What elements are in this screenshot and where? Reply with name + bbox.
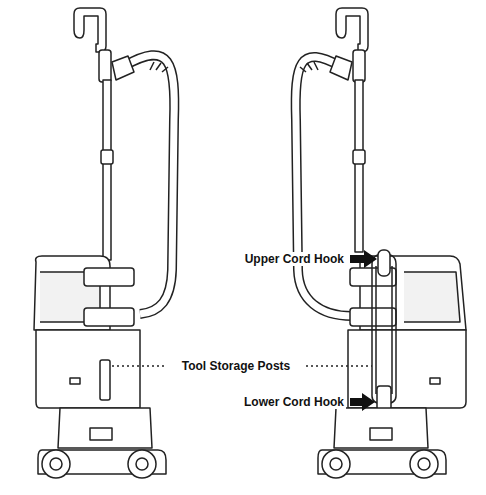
wand-joint bbox=[353, 150, 365, 164]
callouts bbox=[350, 250, 377, 411]
wheel-hub bbox=[136, 458, 148, 470]
nozzle-neck bbox=[334, 408, 428, 448]
wheel-hub bbox=[50, 458, 62, 470]
handle-neck bbox=[353, 50, 365, 82]
upper-cord-hook bbox=[378, 250, 390, 276]
vacuum-left bbox=[34, 8, 174, 478]
wheel bbox=[322, 450, 350, 478]
wheel-hub bbox=[418, 458, 430, 470]
nozzle-neck bbox=[58, 408, 152, 448]
wand-joint bbox=[101, 150, 113, 164]
tool-post bbox=[100, 360, 110, 400]
handle-neck bbox=[99, 50, 111, 82]
handle bbox=[74, 8, 106, 52]
callout-arrow bbox=[350, 250, 377, 268]
handle bbox=[336, 8, 368, 52]
vent bbox=[70, 378, 80, 384]
lower-cord-hook bbox=[377, 386, 391, 410]
hose-ribs bbox=[300, 62, 318, 72]
leader-line bbox=[112, 365, 166, 367]
power-cord bbox=[376, 266, 392, 394]
leader-line bbox=[306, 365, 372, 367]
callout-arrow bbox=[350, 393, 375, 411]
pedal bbox=[90, 428, 112, 440]
part-label: Lower Cord Hook bbox=[242, 395, 346, 409]
vent bbox=[430, 378, 440, 384]
part-label: Upper Cord Hook bbox=[243, 252, 346, 266]
hose bbox=[296, 57, 352, 316]
hose-swivel bbox=[112, 56, 134, 80]
hose bbox=[296, 57, 352, 316]
pod-bracket bbox=[84, 308, 134, 326]
motor-body bbox=[36, 330, 140, 408]
wand bbox=[355, 80, 363, 252]
part-label: Tool Storage Posts bbox=[180, 359, 292, 373]
pod-bracket bbox=[350, 308, 396, 326]
wheel bbox=[410, 450, 438, 478]
wheel bbox=[42, 450, 70, 478]
wheel bbox=[128, 450, 156, 478]
dust-cup-window bbox=[404, 272, 460, 322]
wand bbox=[103, 80, 111, 260]
wheel-hub bbox=[330, 458, 342, 470]
pedal bbox=[370, 428, 392, 440]
hose-ribs bbox=[150, 62, 168, 72]
hose-swivel bbox=[330, 56, 352, 80]
pod-bracket bbox=[84, 268, 134, 286]
